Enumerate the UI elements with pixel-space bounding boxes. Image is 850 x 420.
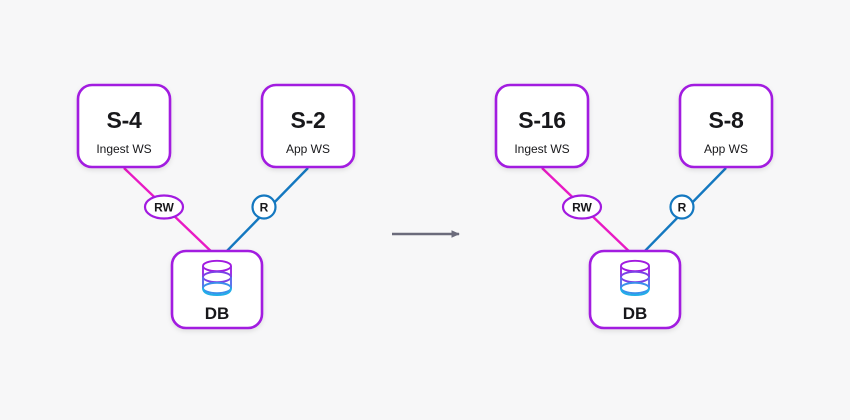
edge-badge-rw-before[interactable]: RW	[143, 194, 185, 220]
badge-shape[interactable]	[143, 194, 185, 220]
node-db-before[interactable]: DB	[170, 249, 264, 330]
node-subtitle: Ingest WS	[96, 142, 151, 156]
node-title: DB	[205, 304, 230, 323]
node-ingest-after[interactable]: S-16 Ingest WS	[494, 83, 590, 169]
node-title: S-2	[291, 107, 326, 133]
node-subtitle: Ingest WS	[514, 142, 569, 156]
node-title: DB	[623, 304, 648, 323]
badge-shape[interactable]	[251, 194, 277, 220]
node-box[interactable]	[678, 83, 774, 169]
node-title: S-4	[107, 107, 142, 133]
badge-shape[interactable]	[669, 194, 695, 220]
edge-label: R	[678, 201, 687, 215]
edge-label: RW	[572, 201, 592, 215]
edge-badge-rw-after[interactable]: RW	[561, 194, 603, 220]
node-app-after[interactable]: S-8 App WS	[678, 83, 774, 169]
edge-label: R	[260, 201, 269, 215]
edge-badge-r-after[interactable]: R	[669, 194, 695, 220]
node-box[interactable]	[494, 83, 590, 169]
node-title: S-16	[518, 107, 565, 133]
node-subtitle: App WS	[286, 142, 330, 156]
node-app-before[interactable]: S-2 App WS	[260, 83, 356, 169]
node-box[interactable]	[588, 249, 682, 330]
database-icon	[620, 259, 650, 296]
database-icon	[202, 259, 232, 296]
badge-shape[interactable]	[561, 194, 603, 220]
node-db-after[interactable]: DB	[588, 249, 682, 330]
node-box[interactable]	[76, 83, 172, 169]
node-box[interactable]	[170, 249, 264, 330]
node-subtitle: App WS	[704, 142, 748, 156]
node-box[interactable]	[260, 83, 356, 169]
edge-label: RW	[154, 201, 174, 215]
node-ingest-before[interactable]: S-4 Ingest WS	[76, 83, 172, 169]
group-after: S-16 Ingest WS S-8 App WS	[494, 83, 774, 330]
node-title: S-8	[709, 107, 744, 133]
edge-badge-r-before[interactable]: R	[251, 194, 277, 220]
group-before: S-4 Ingest WS S-2 App WS	[76, 83, 356, 330]
